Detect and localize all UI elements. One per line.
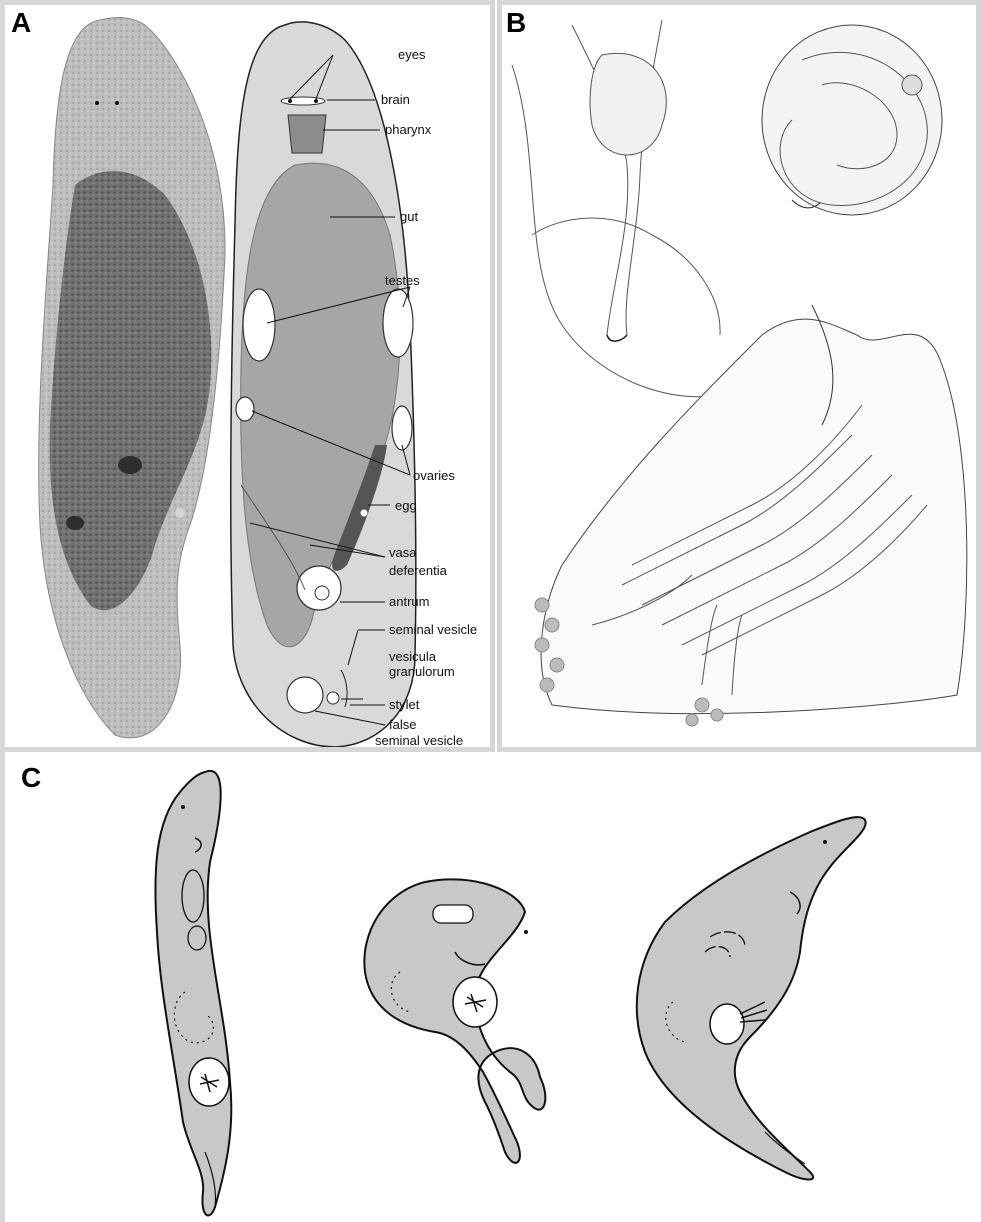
label-pharynx: pharynx	[385, 122, 432, 137]
panel-b: B	[497, 0, 981, 752]
copulatory-organ-sketch	[541, 305, 967, 714]
label-testes: testes	[385, 273, 420, 288]
panel-c: C	[0, 752, 981, 1222]
label-eyes: eyes	[398, 47, 426, 62]
label-vasa: vasa	[389, 545, 417, 560]
label-stylet: stylet	[389, 697, 420, 712]
worm-curved	[637, 817, 866, 1179]
label-vesicula: vesicula	[389, 649, 437, 664]
coiled-worm-sketch	[762, 25, 942, 215]
panel-a: A	[0, 0, 495, 752]
label-brain: brain	[381, 92, 410, 107]
label-antrum: antrum	[389, 594, 429, 609]
worm-photograph	[39, 18, 225, 738]
label-granulorum: granulorum	[389, 664, 455, 679]
label-deferentia: deferentia	[389, 563, 448, 578]
label-false-seminal-vesicle: seminal vesicle	[375, 733, 463, 748]
worm-coiled	[364, 879, 545, 1163]
panel-c-figure	[5, 752, 981, 1222]
label-egg: egg	[395, 498, 417, 513]
label-false: false	[389, 717, 416, 732]
worm-extended	[155, 771, 231, 1216]
panel-a-figure: eyes brain pharynx gut testes ovaries eg…	[5, 5, 495, 752]
label-seminal-vesicle: seminal vesicle	[389, 622, 477, 637]
panel-b-sketch	[502, 5, 976, 752]
pharynx-sketch	[512, 20, 752, 397]
label-gut: gut	[400, 209, 418, 224]
label-ovaries: ovaries	[413, 468, 455, 483]
